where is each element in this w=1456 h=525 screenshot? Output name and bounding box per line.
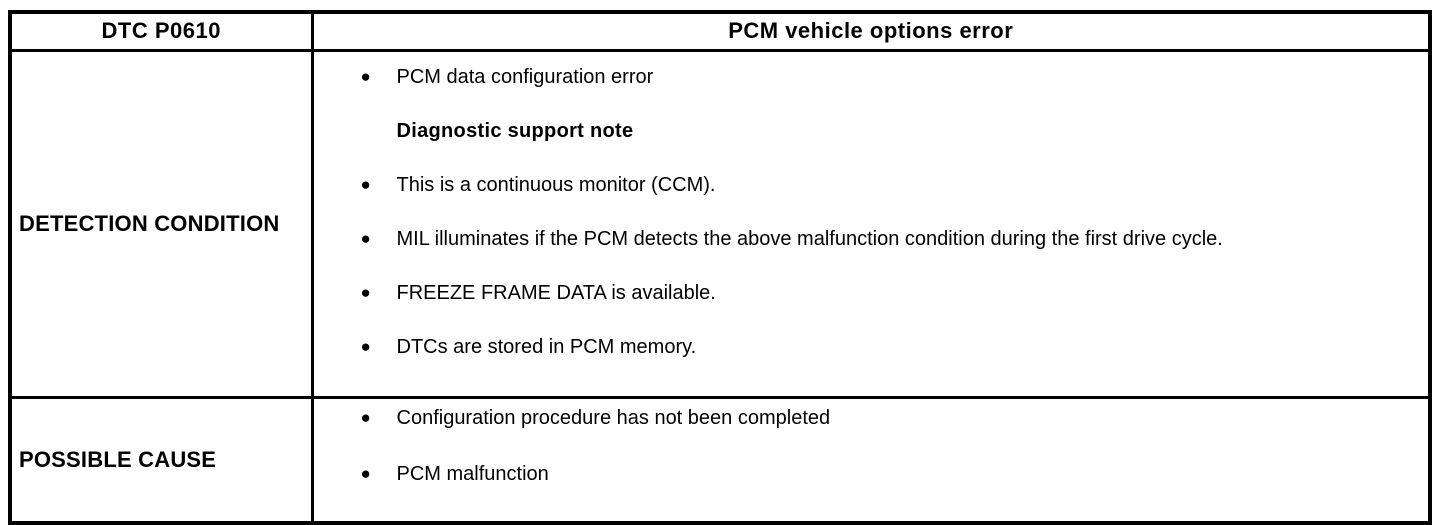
list-item: ● Configuration procedure has not been c… [314, 403, 1409, 433]
list-item: ● FREEZE FRAME DATA is available. [314, 278, 1409, 308]
list-item: ● PCM data configuration error [314, 62, 1409, 92]
list-item: ● MIL illuminates if the PCM detects the… [314, 224, 1409, 254]
list-item: ● DTCs are stored in PCM memory. [314, 332, 1409, 362]
list-item-text: DTCs are stored in PCM memory. [396, 335, 697, 358]
possible-cause-content: ● Configuration procedure has not been c… [310, 395, 1432, 524]
list-item-text: Configuration procedure has not been com… [396, 406, 831, 429]
diagnostic-support-note-heading: Diagnostic support note [397, 116, 1409, 146]
bullet-icon: ● [360, 407, 371, 427]
bullet-icon: ● [360, 463, 371, 483]
dtc-code-header: DTC P0610 [8, 10, 314, 52]
bullet-icon: ● [360, 336, 371, 356]
note-heading-text: Diagnostic support note [396, 119, 634, 142]
list-item: ● PCM malfunction [314, 459, 1409, 489]
possible-cause-label: POSSIBLE CAUSE [8, 395, 314, 524]
detection-condition-row: DETECTION CONDITION ● PCM data configura… [8, 48, 1432, 399]
bullet-icon: ● [360, 228, 371, 248]
bullet-icon: ● [360, 174, 371, 194]
bullet-icon: ● [360, 66, 371, 86]
table-header-row: DTC P0610 PCM vehicle options error [8, 10, 1432, 52]
list-item-text: PCM data configuration error [396, 65, 654, 88]
list-item: ● This is a continuous monitor (CCM). [314, 170, 1409, 200]
bullet-icon: ● [360, 282, 371, 302]
detection-condition-content: ● PCM data configuration error Diagnosti… [310, 48, 1432, 399]
dtc-info-table: DTC P0610 PCM vehicle options error DETE… [8, 10, 1432, 525]
list-item-text: This is a continuous monitor (CCM). [396, 173, 716, 196]
detection-condition-label: DETECTION CONDITION [8, 48, 314, 399]
list-item-text: MIL illuminates if the PCM detects the a… [396, 227, 1223, 250]
list-item-text: FREEZE FRAME DATA is available. [396, 281, 716, 304]
possible-cause-row: POSSIBLE CAUSE ● Configuration procedure… [8, 395, 1432, 524]
list-item-text: PCM malfunction [396, 462, 549, 485]
dtc-title-header: PCM vehicle options error [310, 10, 1432, 52]
